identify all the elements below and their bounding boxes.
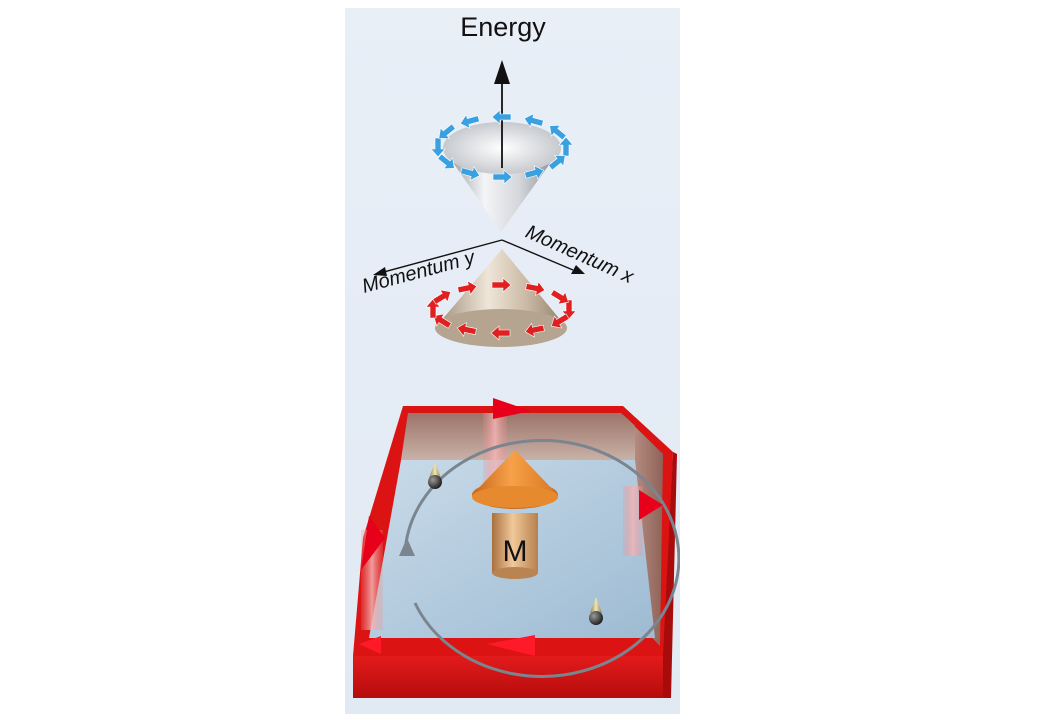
blue-spin-arrow (524, 165, 545, 180)
momentum-y-arrowhead (373, 267, 387, 276)
edge-arrow-bottom-right (487, 635, 535, 656)
red-spin-arrows (425, 277, 577, 341)
blue-spin-arrow (549, 124, 567, 141)
electron-lower-right (589, 597, 603, 625)
red-spin-arrow (525, 281, 546, 297)
red-spin-arrow (491, 277, 512, 293)
edge-arrow-right (639, 490, 663, 520)
blue-spin-arrow (523, 113, 544, 128)
blue-spin-arrows (430, 109, 574, 185)
red-spin-arrow (457, 280, 478, 296)
red-spin-arrow (550, 289, 569, 305)
blue-spin-arrow (548, 154, 566, 171)
red-spin-arrow (433, 313, 452, 329)
slab-right-face (663, 452, 677, 698)
blue-spin-arrow (430, 137, 446, 158)
magnet (472, 450, 558, 579)
red-spin-arrow (490, 325, 511, 341)
magnet-label: M (503, 535, 528, 568)
blue-spin-arrow (438, 123, 456, 140)
energy-label: Energy (460, 12, 546, 42)
edge-arrow-left (361, 516, 385, 570)
edge-arrow-top (493, 398, 531, 419)
energy-axis (494, 60, 510, 168)
blue-spin-arrow (459, 114, 480, 129)
electron-upper-left (428, 462, 442, 489)
lower-cone (435, 249, 567, 347)
slab-front-face (353, 656, 663, 698)
back-wall (401, 413, 635, 460)
blue-spin-arrow (460, 166, 481, 181)
blue-spin-arrow (558, 136, 574, 157)
blue-spin-arrow (492, 169, 513, 185)
momentum-x-arrowhead (571, 265, 585, 274)
red-spin-arrow (432, 289, 452, 305)
edge-arrow-bottom-left (359, 636, 381, 654)
wall-glow-right (623, 486, 643, 556)
blue-spin-arrow (437, 153, 455, 170)
red-spin-arrow (550, 313, 570, 329)
red-spin-arrow (524, 322, 545, 338)
blue-spin-arrow (491, 109, 512, 125)
momentum-axes (379, 239, 574, 274)
diagram-figure: Energy Momentum y Momentum x (345, 8, 680, 714)
red-spin-arrow (456, 321, 477, 337)
orbit-arrowhead (399, 538, 415, 556)
orbit-arrow (403, 438, 680, 678)
